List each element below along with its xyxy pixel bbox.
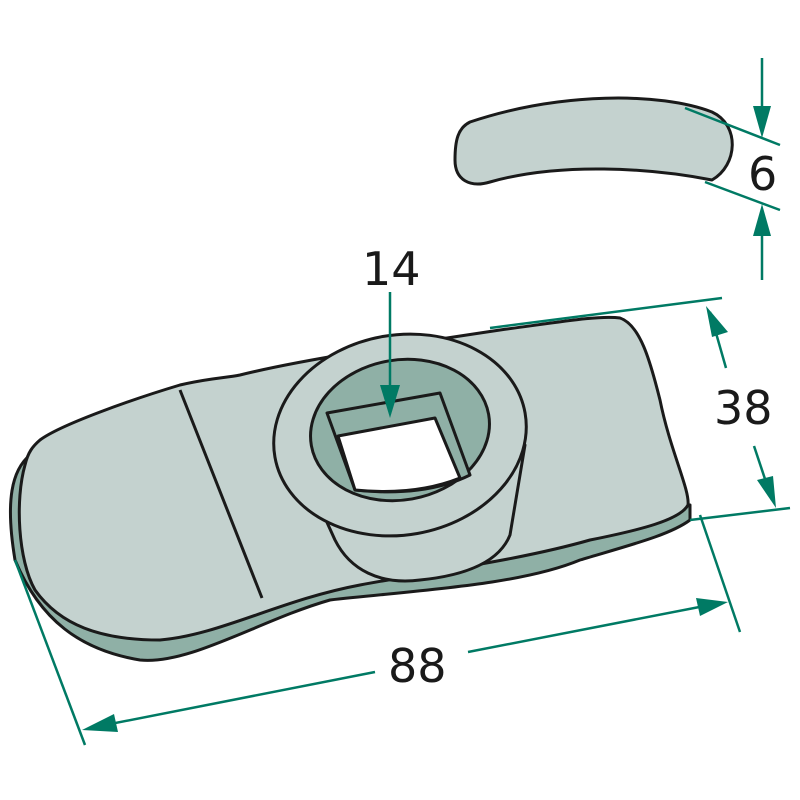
dimension-hole: 14	[362, 242, 421, 418]
dimension-thickness: 6	[684, 58, 781, 280]
thickness-label: 6	[748, 147, 777, 201]
width-label: 38	[714, 381, 773, 435]
length-label: 88	[388, 639, 447, 693]
cross-section	[453, 96, 734, 186]
hole-size-label: 14	[362, 242, 421, 296]
plate-fold-line	[178, 389, 264, 599]
dimension-length: 88	[13, 514, 742, 746]
dimension-width: 38	[489, 296, 791, 522]
square-hole	[336, 416, 462, 493]
